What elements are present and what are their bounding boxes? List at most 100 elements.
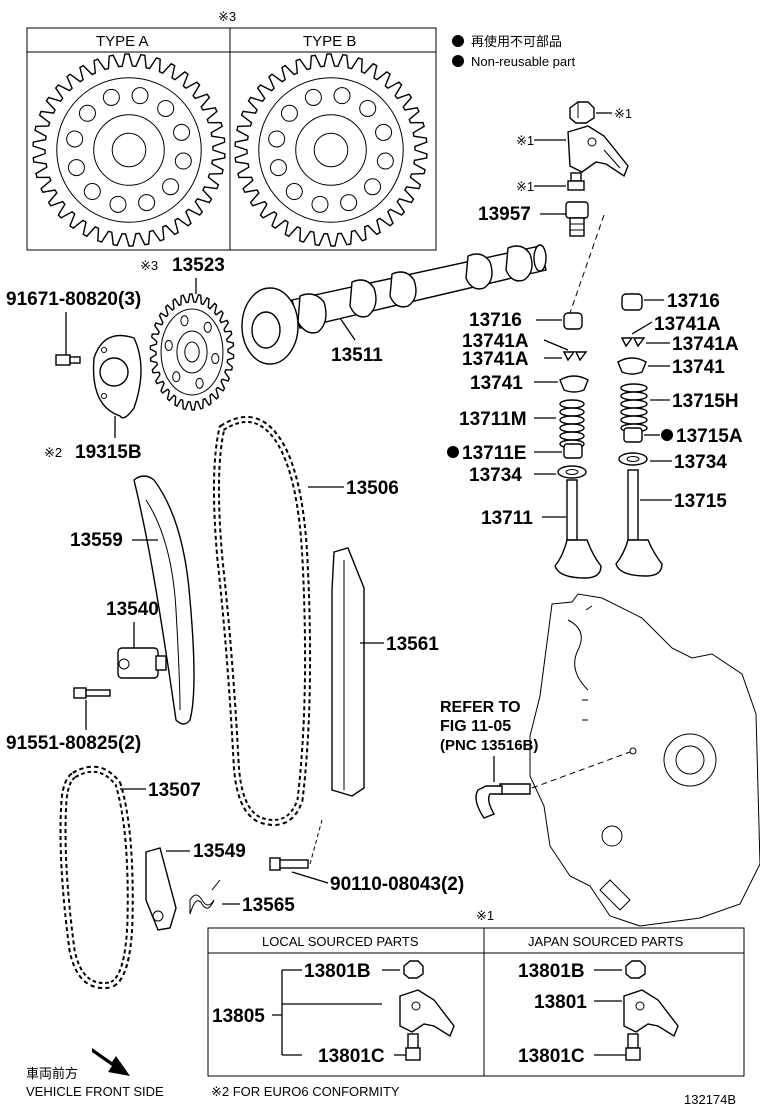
label-13511: 13511 [331, 345, 383, 366]
label-13506: 13506 [346, 478, 399, 499]
parts-table [207, 927, 745, 1077]
spring-coil [620, 391, 648, 401]
gear-hole [66, 130, 84, 148]
label-91671: 91671-80820(3) [6, 289, 141, 310]
gear-hole [359, 99, 377, 117]
gear-hole [304, 88, 322, 106]
spring-coil [559, 415, 585, 425]
gear-bore [111, 132, 147, 168]
label-13565: 13565 [242, 895, 295, 916]
gear-hole [173, 123, 191, 141]
label-l13741A-1: 13741A [462, 331, 529, 352]
nut-icon [625, 960, 646, 979]
label-japan-13801C: 13801C [518, 1046, 585, 1067]
non-reusable-dot-icon [661, 429, 673, 441]
label-local-13805: 13805 [212, 1006, 265, 1027]
spring-seat-icon [618, 452, 648, 466]
valve-stem-seal-icon [563, 443, 583, 459]
valve-keeper-icon [620, 337, 646, 348]
gear-hole [67, 159, 85, 177]
gear-hub [295, 114, 367, 186]
bolt-icon [269, 857, 309, 871]
japan-sourced-header: JAPAN SOURCED PARTS [528, 934, 684, 949]
spring-coil [559, 399, 585, 409]
spring-seat-icon [557, 465, 587, 479]
label-japan-13801B: 13801B [518, 961, 585, 982]
valve-lifter-icon [621, 293, 643, 311]
front-arrow-icon [92, 1048, 130, 1076]
gear-rim [56, 77, 202, 223]
label-13540: 13540 [106, 599, 159, 620]
label-19315B: 19315B [75, 442, 142, 463]
label-r13715A: 13715A [676, 426, 743, 447]
gear-hole [174, 152, 192, 170]
gear-hole [195, 377, 204, 389]
gear-hole [333, 87, 351, 105]
label-l13711: 13711 [481, 508, 533, 529]
label-13523-mark: ※3 [140, 258, 158, 273]
rocker-arm-icon [399, 989, 455, 1038]
nut-icon [403, 960, 424, 979]
label-13561: 13561 [386, 634, 439, 655]
label-r13741A-1: 13741A [654, 314, 721, 335]
legend-en: Non-reusable part [471, 54, 575, 69]
label-r13734: 13734 [674, 452, 727, 473]
gear-hole [138, 194, 156, 212]
rocker-nut-icon [569, 101, 595, 124]
label-90110: 90110-08043(2) [330, 874, 464, 895]
gear-hub [93, 114, 165, 186]
adjust-screw-icon [405, 1033, 421, 1061]
lash-adjuster-bolt-icon [565, 201, 589, 237]
non-reusable-dot-icon [452, 35, 464, 47]
gear-hole [268, 130, 286, 148]
label-13559: 13559 [70, 530, 123, 551]
gear-teeth [234, 53, 428, 247]
camshaft-timing-sprocket [149, 293, 235, 411]
figure-number: 132174B [684, 1092, 736, 1107]
gear-hole [109, 195, 127, 213]
gear-hole [375, 123, 393, 141]
legend-jp: 再使用不可部品 [471, 34, 562, 49]
type-b-header: TYPE B [303, 33, 356, 50]
front-side-en: VEHICLE FRONT SIDE [26, 1084, 164, 1099]
adjust-screw-icon [625, 1033, 641, 1061]
valve-spring-13715H [620, 383, 648, 433]
label-local-13801C: 13801C [318, 1046, 385, 1067]
gear-hole [83, 183, 101, 201]
spring-coil [620, 383, 648, 393]
chain-tensioner-plate-13549 [145, 847, 177, 931]
spring-coil [559, 423, 585, 433]
rocker-mark: ※1 [516, 133, 534, 148]
spring-retainer-icon [559, 375, 589, 393]
gear-hole [280, 104, 298, 122]
bolt-mark: ※1 [516, 179, 534, 194]
label-l13711E: 13711E [462, 443, 526, 464]
chain-tensioner-13540 [117, 647, 167, 679]
gear-hole [164, 339, 173, 351]
gear-teeth [149, 293, 235, 411]
gear-hole [172, 371, 181, 383]
local-sourced-header: LOCAL SOURCED PARTS [262, 934, 419, 949]
gear-hole [340, 194, 358, 212]
gear-hole [376, 152, 394, 170]
oil-pump-chain-13507 [59, 765, 134, 990]
label-r13716: 13716 [667, 291, 720, 312]
camshaft-icon [241, 244, 547, 365]
nut-mark: ※1 [614, 106, 632, 121]
gear-hole [162, 178, 180, 196]
gear-bore [313, 132, 349, 168]
sprocket-type-box [26, 27, 437, 251]
adjust-screw-icon [567, 172, 585, 191]
gear-hole [311, 195, 329, 213]
intake-valve-icon [554, 479, 602, 579]
label-l13741: 13741 [470, 373, 523, 394]
gear-hole [102, 88, 120, 106]
label-91551: 91551-80825(2) [6, 733, 141, 754]
non-reusable-dot-icon [447, 446, 459, 458]
timing-chain-13506 [212, 416, 312, 826]
oil-nozzle-pipe-icon [475, 783, 531, 819]
exhaust-valve-icon [615, 469, 663, 577]
rocker-arm-icon [567, 125, 629, 178]
chain-slipper-guide-13559 [133, 475, 195, 725]
refer-line-1: REFER TO [440, 699, 521, 716]
